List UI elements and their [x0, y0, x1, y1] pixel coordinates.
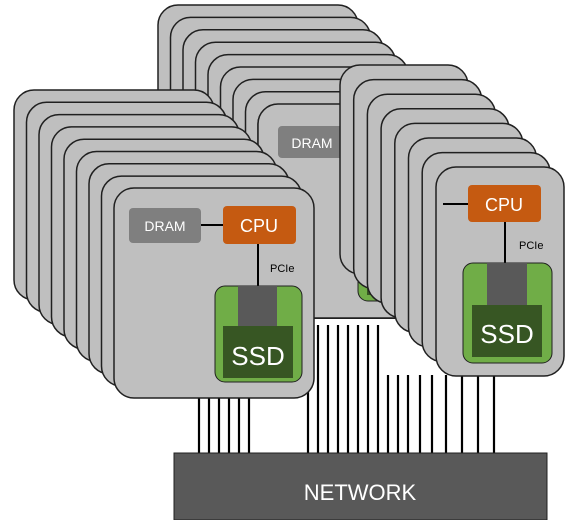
server-stack-left: DRAM CPU PCIe SSD [13, 89, 315, 399]
server-stack-right: CPU PCIe SSD [339, 64, 565, 377]
ssd-connector [487, 263, 527, 305]
dram-label: DRAM [291, 135, 332, 151]
ssd-label: SSD [480, 319, 533, 349]
ssd-connector [238, 286, 277, 326]
server-node-right: CPU PCIe SSD [435, 166, 565, 377]
dram-chip [129, 208, 201, 243]
cpu-chip [468, 185, 541, 222]
dram-chip [278, 126, 346, 158]
cpu-label: CPU [485, 195, 523, 215]
network-bar: NETWORK [173, 452, 548, 521]
pcie-label: PCIe [270, 263, 294, 275]
ssd-label: SSD [231, 341, 284, 371]
ssd-body [472, 305, 542, 357]
pcie-label: PCIe [519, 240, 543, 252]
cpu-chip [223, 206, 296, 244]
ssd-body [223, 326, 293, 378]
cpu-label: CPU [240, 216, 278, 236]
server-node-left: DRAM CPU PCIe SSD [113, 187, 315, 399]
dram-label: DRAM [144, 218, 185, 234]
network-wires [197, 325, 496, 455]
network-label: NETWORK [304, 480, 417, 505]
